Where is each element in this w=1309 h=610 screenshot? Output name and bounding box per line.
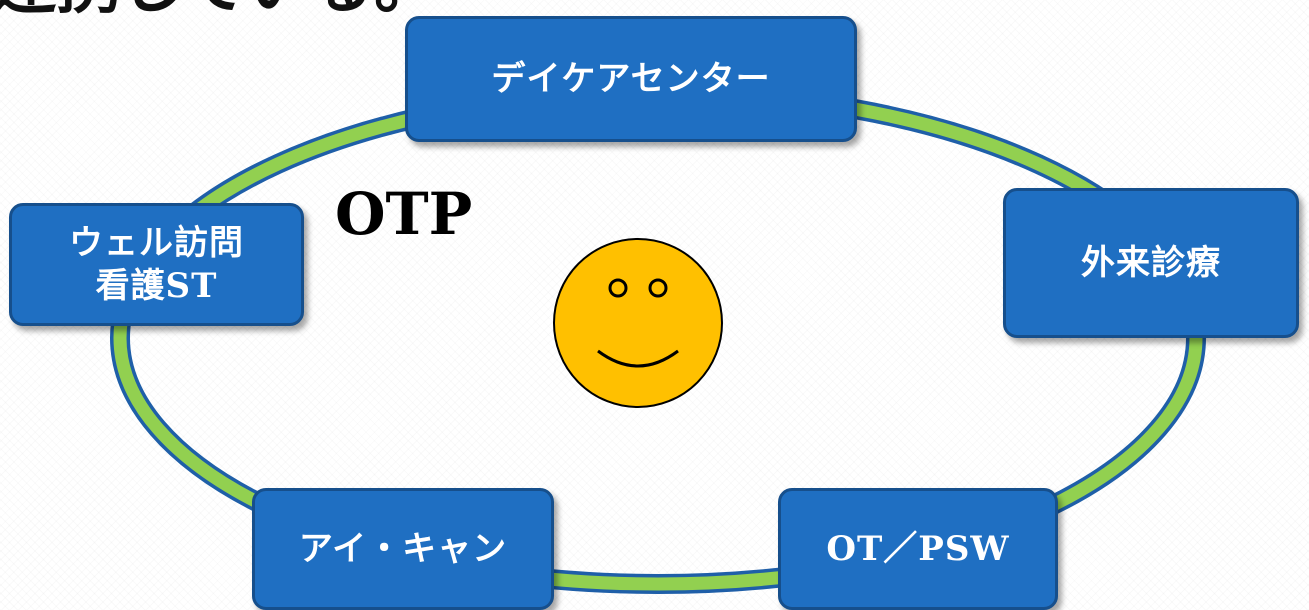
smile-mouth xyxy=(597,349,679,368)
left-eye xyxy=(608,278,628,298)
page-heading: 連携している。 xyxy=(0,0,438,18)
right-eye xyxy=(648,278,668,298)
node-daycare-center[interactable]: デイケアセンター xyxy=(405,16,857,142)
node-ican[interactable]: アイ・キャン xyxy=(252,488,554,610)
smiley-face-icon xyxy=(553,238,723,408)
node-ot-psw[interactable]: OT／PSW xyxy=(778,488,1058,610)
otp-label: OTP xyxy=(335,180,473,248)
node-outpatient[interactable]: 外来診療 xyxy=(1003,188,1299,338)
node-wel-visiting-nursing[interactable]: ウェル訪問 看護ST xyxy=(9,203,304,326)
face-circle xyxy=(553,238,723,408)
